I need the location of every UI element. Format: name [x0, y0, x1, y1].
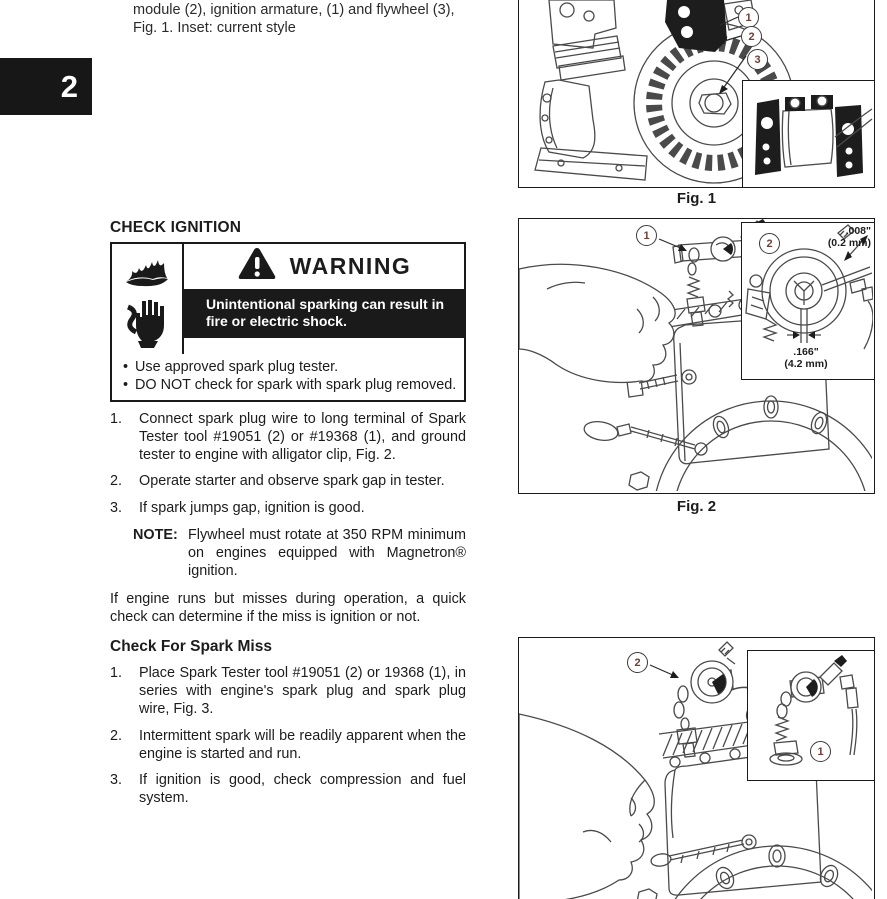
spark-tester-inset-illustration [769, 655, 859, 766]
note-text: Flywheel must rotate at 350 RPM minimum … [188, 526, 466, 579]
paragraph: If engine runs but misses during operati… [110, 591, 466, 626]
armature-gap-inset-illustration [745, 224, 874, 350]
warning-bullet: DO NOT check for spark with spark plug r… [112, 376, 458, 394]
figure-2-box: 1 [518, 218, 875, 494]
figure-3-inset: 1 [747, 650, 875, 781]
step-text: Operate starter and observe spark gap in… [139, 473, 445, 490]
section-heading-spark-miss: Check For Spark Miss [110, 638, 272, 656]
figure-label: Fig. 2 [676, 498, 717, 515]
step-number: 3. [110, 500, 123, 517]
step-number: 2. [110, 473, 123, 490]
warning-bullet-list: Use approved spark plug tester. DO NOT c… [112, 358, 464, 400]
figure-1-box: 1 2 3 [518, 0, 875, 188]
step-number: 1. [110, 665, 123, 682]
text-column: CHECK IGNITION [110, 219, 466, 817]
step-row: 3. If ignition is good, check compressio… [110, 772, 466, 808]
warning-message: Unintentional sparking can result in fir… [184, 289, 464, 338]
callout-badge: 2 [759, 233, 780, 254]
figure-2-inset: .008" (0.2 mm) .166" (4.2 mm) 2 [741, 222, 875, 380]
gap-small-mm: (0.2 mm) [827, 237, 871, 249]
warning-box: WARNING Unintentional sparking can resul… [110, 242, 466, 402]
callout-badge: 3 [747, 49, 768, 70]
step-row: 3. If spark jumps gap, ignition is good. [110, 500, 466, 518]
step-row: 1. Connect spark plug wire to long termi… [110, 411, 466, 464]
figure-1-caption: module (2), ignition armature, (1) and f… [133, 2, 455, 36]
warning-bullet: Use approved spark plug tester. [112, 358, 458, 376]
step-text: If ignition is good, check compression a… [139, 772, 466, 807]
check-ignition-steps: 1. Connect spark plug wire to long termi… [110, 411, 466, 518]
step-row: 2. Operate starter and observe spark gap… [110, 473, 466, 491]
step-text: Place Spark Tester tool #19051 (2) or 19… [139, 665, 466, 717]
gap-measurement-small: .008" (0.2 mm) [828, 225, 871, 249]
callout-badge: 1 [636, 225, 657, 246]
warning-icons-column [112, 244, 182, 354]
gap-large-inches: .166" [793, 346, 819, 358]
spark-miss-steps: 1. Place Spark Tester tool #19051 (2) or… [110, 665, 466, 808]
step-row: 2. Intermittent spark will be readily ap… [110, 728, 466, 764]
step-text: Connect spark plug wire to long terminal… [139, 411, 466, 463]
section-heading-check-ignition: CHECK IGNITION [110, 219, 242, 236]
gap-large-mm: (4.2 mm) [784, 358, 828, 370]
warning-top-row: WARNING Unintentional sparking can resul… [112, 244, 464, 354]
callout-badge: 2 [627, 652, 648, 673]
fire-icon [123, 249, 171, 296]
figure-1-inset [742, 80, 875, 188]
electric-shock-icon [124, 299, 170, 354]
callout-badge: 1 [738, 7, 759, 28]
figure-3-illustration [519, 641, 872, 899]
note-block: NOTE: Flywheel must rotate at 350 RPM mi… [133, 527, 466, 580]
gap-measurement-large: .166" (4.2 mm) [764, 346, 848, 370]
step-number: 2. [110, 727, 123, 744]
figure-label: Fig. 1 [676, 190, 717, 207]
step-number: 3. [110, 772, 123, 789]
step-number: 1. [110, 411, 123, 427]
step-row: 1. Place Spark Tester tool #19051 (2) or… [110, 665, 466, 718]
warning-triangle-icon [237, 247, 277, 286]
chapter-tab: 2 [0, 58, 92, 115]
gap-small-inches: .008" [845, 225, 871, 237]
step-text: Intermittent spark will be readily appar… [139, 727, 466, 762]
figure-3-box: 2 [518, 637, 875, 899]
step-text: If spark jumps gap, ignition is good. [139, 500, 365, 517]
callout-badge: 2 [741, 26, 762, 47]
warning-right-panel: WARNING Unintentional sparking can resul… [182, 244, 464, 354]
warning-title: WARNING [289, 253, 412, 279]
callout-badge: 1 [810, 741, 831, 762]
ignition-module-inset-illustration [755, 95, 873, 177]
figures-column: 1 2 3 [518, 0, 879, 899]
warning-title-row: WARNING [184, 244, 464, 289]
note-label: NOTE: [133, 526, 178, 543]
